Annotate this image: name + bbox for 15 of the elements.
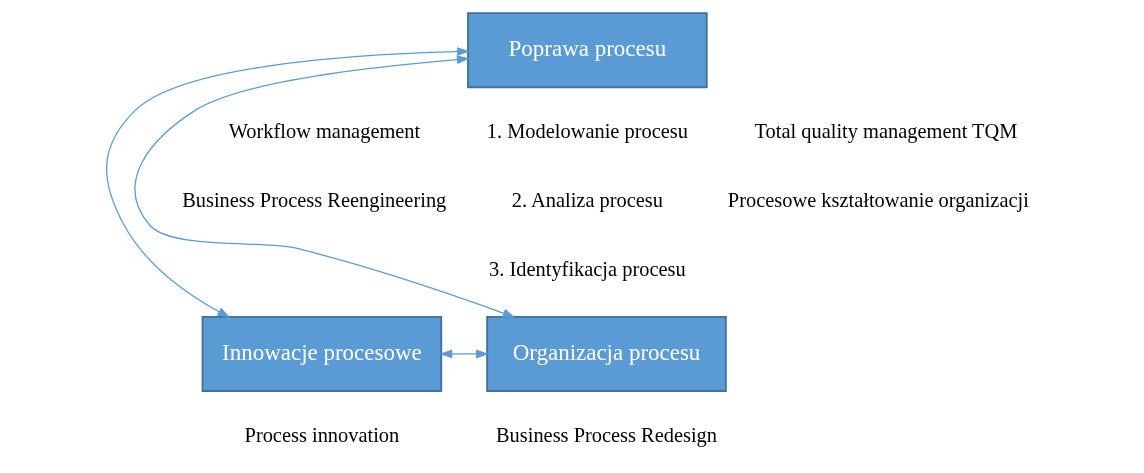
label: Procesowe kształtowanie organizacji: [727, 188, 1029, 211]
label: Total quality management TQM: [754, 119, 1018, 142]
node-box: Innowacje procesowe: [201, 315, 443, 392]
label: Business Process Reengineering: [182, 188, 447, 211]
node-box: Poprawa procesu: [467, 12, 708, 89]
node-box: Organizacja procesu: [486, 315, 727, 392]
arrow: [439, 349, 489, 359]
label: 3. Identyfikacja procesu: [489, 257, 686, 280]
arrow: [106, 47, 470, 318]
label: Business Process Redesign: [495, 423, 718, 446]
node-label: Process innovation: [244, 423, 400, 446]
label: Workflow management: [228, 119, 421, 142]
label: 2. Analiza procesu: [511, 188, 664, 211]
label: 1. Modelowanie procesu: [486, 119, 688, 142]
arrow: [134, 55, 516, 318]
